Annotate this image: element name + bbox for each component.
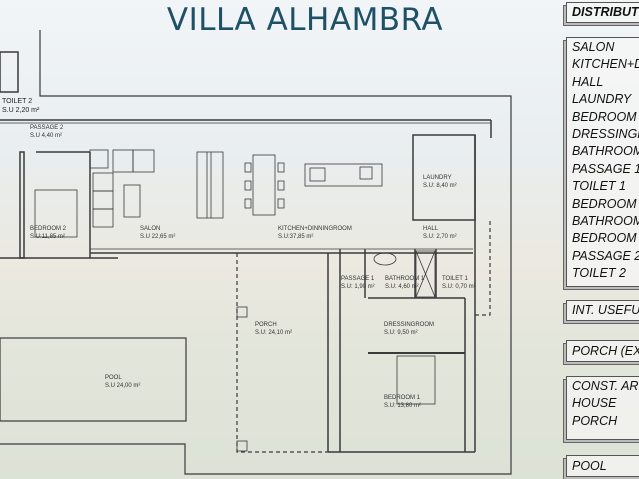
distribution-item: SALON — [572, 40, 615, 54]
room-area-passage-2: S.U 4,40 m² — [30, 133, 62, 139]
room-area-pool: S.U 24,00 m² — [105, 383, 140, 389]
distribution-item: TOILET 1 — [572, 179, 626, 194]
room-area-laundry: S.U: 8,40 m² — [423, 183, 457, 189]
room-area-porch: S.U: 24,10 m² — [255, 330, 292, 336]
coffee-table — [123, 184, 141, 218]
sideboard — [196, 151, 224, 219]
room-name-toilet-2: TOILET 2 — [2, 98, 32, 105]
furniture — [34, 149, 436, 452]
room-area-bedroom-1: S.U: 13,80 m² — [384, 403, 421, 409]
room-name-bathroom-1: BATHROOM 1 — [385, 276, 425, 282]
dining-table — [252, 154, 276, 216]
room-name-pool: POOL — [105, 375, 122, 381]
distribution-header: DISTRIBUT — [566, 2, 639, 23]
lot-boundary — [0, 30, 512, 475]
distribution-item: HALL — [572, 74, 604, 89]
porch-dashed — [236, 220, 491, 453]
room-area-salon: S.U 22,65 m² — [140, 234, 175, 240]
room-name-toilet-1: TOILET 1 — [442, 276, 468, 282]
porch-ext-box: PORCH (EXT — [566, 340, 639, 362]
room-name-bedroom-1: BEDROOM 1 — [384, 395, 421, 401]
distribution-item: PASSAGE 2 — [572, 248, 639, 263]
bed-2 — [34, 189, 78, 238]
distribution-item: KITCHEN+D — [572, 57, 639, 72]
distribution-header-label: DISTRIBUT — [572, 5, 639, 19]
room-name-kitchen: KITCHEN+DINNINGROOM — [278, 226, 352, 232]
distribution-item: BEDROOM 1 — [572, 109, 639, 124]
room-area-passage-1: S.U: 1,90 m² — [341, 284, 375, 290]
room-name-bedroom-2: BEDROOM 2 — [30, 226, 67, 232]
page-title: VILLA ALHAMBRA — [166, 2, 444, 38]
porch-ext-label: PORCH (EXT — [572, 344, 639, 358]
room-name-passage-2: PASSAGE 2 — [30, 125, 64, 131]
distribution-item: BATHROOM — [572, 144, 639, 159]
kitchen-island — [304, 163, 383, 187]
room-area-hall: S.U: 2,70 m² — [423, 234, 457, 240]
distribution-item: LAUNDRY — [572, 92, 632, 107]
room-name-porch: PORCH — [255, 322, 277, 328]
room-name-laundry: LAUNDRY — [423, 175, 452, 181]
room-area-toilet-2: S.U 2,20 m² — [2, 107, 40, 114]
const-area-item: PORCH — [572, 413, 618, 428]
distribution-item: BEDROOM 3 — [572, 231, 639, 246]
int-useful-box: INT. USEFUL — [566, 300, 639, 321]
distribution-item: PASSAGE 1 — [572, 161, 639, 176]
room-name-salon: SALON — [140, 226, 160, 232]
room-area-toilet-1: S.U: 0,70 m² — [442, 284, 476, 290]
distribution-item: TOILET 2 — [572, 266, 626, 281]
room-area-bedroom-2: S.U:11,85 m² — [30, 234, 65, 240]
distribution-item: DRESSINGR — [572, 127, 639, 142]
const-area-header: CONST. ARE — [572, 379, 639, 393]
room-area-dressingroom: S.U: 9,50 m² — [384, 330, 418, 336]
room-name-dressingroom: DRESSINGROOM — [384, 322, 434, 328]
distribution-item: BATHROOM — [572, 214, 639, 229]
room-name-passage-1: PASSAGE 1 — [341, 276, 375, 282]
const-area-box: CONST. ARE HOUSE PORCH — [566, 376, 639, 440]
room-labels: TOILET 2 S.U 2,20 m² PASSAGE 2 S.U 4,40 … — [2, 98, 476, 409]
distribution-list: SALON KITCHEN+D HALL LAUNDRY BEDROOM 1 D… — [566, 37, 639, 287]
pool-box: POOL — [566, 455, 639, 477]
pool-label: POOL — [572, 459, 607, 473]
bed-1 — [396, 355, 436, 405]
room-area-bathroom-1: S.U: 4,60 m² — [385, 284, 419, 290]
room-name-hall: HALL — [423, 226, 439, 232]
distribution-item: BEDROOM 2 — [572, 196, 639, 211]
const-area-item: HOUSE — [572, 396, 617, 411]
pool-outline — [0, 337, 187, 422]
int-useful-label: INT. USEFUL — [572, 303, 639, 317]
room-area-kitchen: S.U:37,85 m² — [278, 234, 313, 240]
house-walls — [0, 51, 492, 453]
